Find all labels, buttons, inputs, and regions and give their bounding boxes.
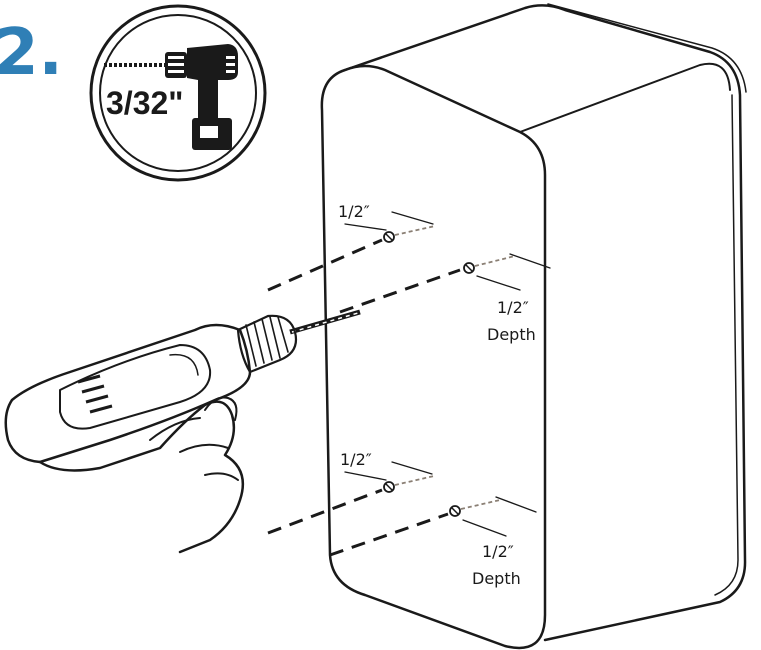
screw-hole xyxy=(463,262,475,274)
cabinet xyxy=(320,3,747,650)
upper-pilot-holes xyxy=(267,211,551,314)
upper-depth-value: 1/2″ xyxy=(497,298,529,317)
badge-inner-ring xyxy=(99,14,257,172)
drill-bit-badge: 3/32" xyxy=(89,4,267,182)
lower-depth-word: Depth xyxy=(472,569,521,588)
cabinet-top-ridge xyxy=(519,62,731,133)
upper-edge-distance-label: 1/2″ xyxy=(338,202,370,221)
hand-with-drill-illustration xyxy=(4,309,361,554)
lower-pilot-holes xyxy=(267,461,537,557)
drill-path-lower-right xyxy=(329,512,449,557)
screw-hole xyxy=(383,481,395,493)
lower-depth-value: 1/2″ xyxy=(482,542,514,561)
screw-hole xyxy=(383,231,395,243)
lower-edge-distance-label: 1/2″ xyxy=(340,450,372,469)
power-drill-icon xyxy=(104,44,238,150)
upper-depth-word: Depth xyxy=(487,325,536,344)
step-number: 2. xyxy=(0,16,63,90)
cabinet-top-edge xyxy=(343,4,747,642)
drill-path-upper-left xyxy=(267,238,383,292)
drill-path-upper-right xyxy=(339,268,461,314)
bit-size-label: 3/32" xyxy=(106,85,183,121)
screw-hole xyxy=(449,505,461,517)
cabinet-front-face xyxy=(320,64,547,650)
drill-path-lower-left xyxy=(267,488,383,535)
